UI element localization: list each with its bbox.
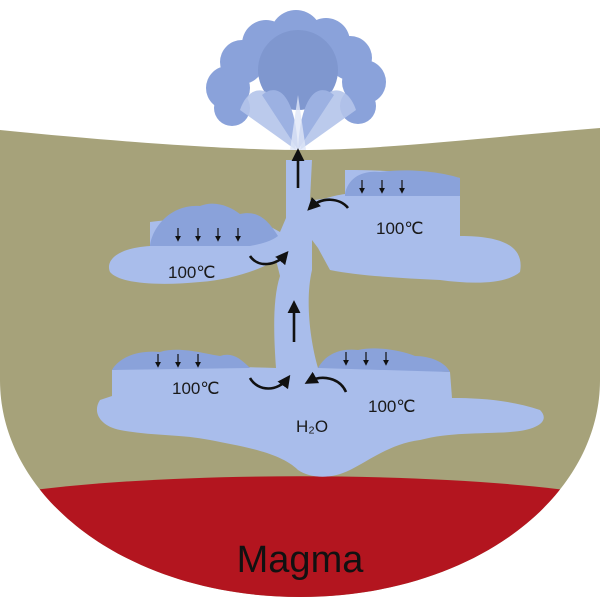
temp-label-lower-left: 100℃ <box>172 379 219 398</box>
temp-label-upper-left: 100℃ <box>168 263 215 282</box>
magma-label: Magma <box>237 539 365 581</box>
lower-right-curve-arrow <box>304 371 348 393</box>
eruption-plume <box>206 10 386 150</box>
temp-label-lower-right: 100℃ <box>368 397 415 416</box>
water-system <box>96 160 544 477</box>
upper-right-curve-arrow <box>307 196 350 211</box>
temp-label-upper-right: 100℃ <box>376 219 423 238</box>
magma-layer <box>0 476 600 597</box>
water-label: H₂O <box>296 417 328 436</box>
lower-left-curve-arrow <box>248 374 291 390</box>
flow-arrows <box>248 148 350 393</box>
seepage-arrows <box>155 180 405 368</box>
upper-left-curve-arrow <box>248 251 289 266</box>
